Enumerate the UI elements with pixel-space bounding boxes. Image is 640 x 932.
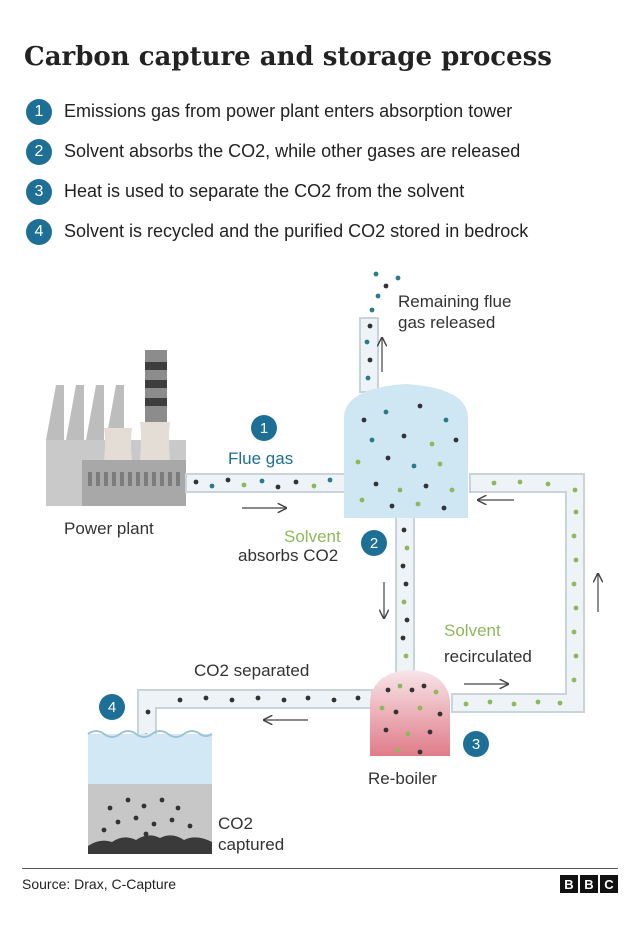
tower-dots [355, 403, 459, 511]
step-item-3: 3 Heat is used to separate the CO2 from … [26, 178, 528, 205]
flue-gas-pipe [185, 473, 347, 493]
flue-gas-dots [193, 477, 333, 490]
bbc-logo: B B C [560, 875, 618, 893]
footer-divider [22, 868, 618, 869]
step-badge-3: 3 [463, 731, 489, 757]
step-text: Solvent is recycled and the purified CO2… [64, 221, 529, 241]
step-item-4: 4 Solvent is recycled and the purified C… [26, 218, 528, 245]
step-text: Solvent absorbs the CO2, while other gas… [64, 141, 521, 161]
step-badge: 4 [26, 218, 52, 245]
step-badge: 3 [26, 178, 52, 205]
step-badge: 1 [26, 98, 52, 125]
label-co2-separated: CO2 separated [194, 661, 309, 680]
label-recirculated: recirculated [444, 647, 532, 666]
svg-text:4: 4 [108, 699, 116, 716]
step-text: Emissions gas from power plant enters ab… [64, 101, 513, 121]
label-absorbs: absorbs CO2 [238, 546, 338, 565]
label-co2-captured-1: CO2 [218, 814, 253, 833]
step-list: 1 Emissions gas from power plant enters … [26, 98, 528, 258]
label-co2-captured-2: captured [218, 835, 284, 854]
svg-text:2: 2 [370, 535, 378, 552]
label-solvent: Solvent [284, 527, 341, 546]
svg-text:3: 3 [472, 736, 480, 753]
logo-letter: B [560, 875, 578, 893]
power-plant-icon [46, 350, 186, 506]
step-badge-2: 2 [361, 530, 387, 556]
step-badge-4: 4 [99, 694, 125, 720]
captured-co2-dots [101, 797, 193, 837]
label-power-plant: Power plant [64, 519, 154, 538]
label-flue-gas: Flue gas [228, 449, 293, 468]
step-badge: 2 [26, 138, 52, 165]
logo-letter: B [580, 875, 598, 893]
label-solvent-recirc: Solvent [444, 621, 501, 640]
solvent-recirculation-pipe [451, 473, 585, 713]
step-item-2: 2 Solvent absorbs the CO2, while other g… [26, 138, 528, 165]
label-reboiler: Re-boiler [368, 769, 437, 788]
reboiler-tank [370, 670, 450, 756]
label-remaining-1: Remaining flue [398, 292, 511, 311]
step-text: Heat is used to separate the CO2 from th… [64, 181, 465, 201]
reboiler-dots [379, 683, 443, 755]
svg-text:1: 1 [260, 420, 268, 437]
source-note: Source: Drax, C-Capture [22, 876, 177, 892]
step-badge-1: 1 [251, 415, 277, 441]
down-pipe-dots [400, 527, 410, 659]
bedrock-storage [87, 730, 213, 854]
page-title: Carbon capture and storage process [24, 42, 552, 72]
logo-letter: C [600, 875, 618, 893]
solvent-down-pipe [395, 515, 415, 675]
step-item-1: 1 Emissions gas from power plant enters … [26, 98, 528, 125]
exhaust-pipe [359, 317, 379, 393]
exhaust-dots [364, 271, 401, 381]
solvent-dots [463, 479, 579, 707]
label-remaining-2: gas released [398, 313, 495, 332]
